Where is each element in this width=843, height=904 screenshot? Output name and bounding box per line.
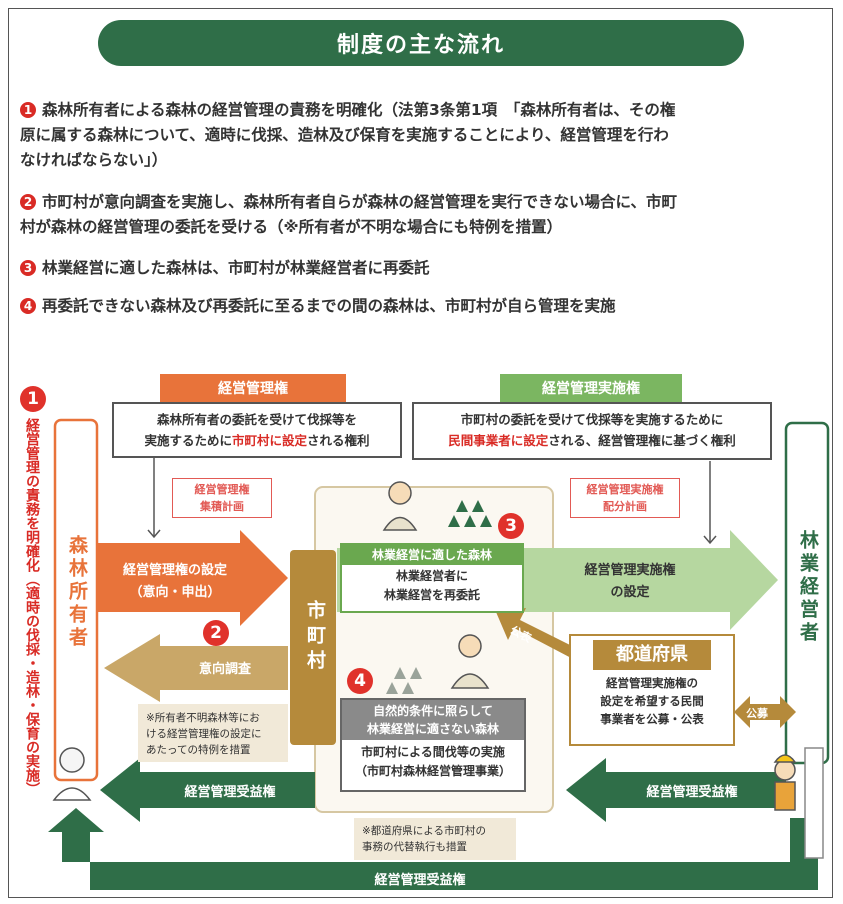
left-vertical-note: 経営管理の責務を明確化（適時の伐採・造林・保育の実施） <box>24 418 40 796</box>
page-frame <box>8 8 833 898</box>
arrow-benefit-left <box>100 758 315 822</box>
arrow-mgmt-right-label: 経営管理権の設定（意向・申出） <box>122 563 227 600</box>
person-icon-bottom <box>450 634 490 689</box>
impl-right-tag: 経営管理実施権 <box>500 374 682 402</box>
mgmt-right-tag: 経営管理権 <box>160 374 346 402</box>
koubo-label: 公募 <box>746 707 768 720</box>
point-number: 3 <box>20 260 36 276</box>
point-text: 市町村が意向調査を実施し、森林所有者自らが森林の経営管理を実行できない場合に、市… <box>42 193 678 211</box>
badge-3: 3 <box>498 513 524 539</box>
suitable-forest-box: 林業経営に適した森林 林業経営者に林業経営を再委託 <box>340 543 524 613</box>
tree-icons-suitable <box>448 500 492 527</box>
arrow-benefit-bottom <box>48 808 818 890</box>
arrow-mgmt-right-setting <box>97 530 288 626</box>
person-icon-top <box>382 481 418 531</box>
unsuitable-forest-head: 自然的条件に照らして林業経営に適さない森林 <box>342 700 524 740</box>
note-owner-unknown: ※所有者不明森林等における経営管理権の設定にあたっての特例を措置 <box>138 704 288 762</box>
benefit-left-label: 経営管理受益権 <box>184 785 276 800</box>
point-3: 3 林業経営に適した森林は、市町村が林業経営者に再委託 <box>20 256 430 281</box>
badge-2: 2 <box>203 620 229 646</box>
tree-icons-unsuitable <box>386 667 422 694</box>
arrow-impl-right-label: 経営管理実施権の設定 <box>584 563 676 600</box>
municipality-column <box>290 550 336 745</box>
badge-1: 1 <box>20 386 46 412</box>
forester-label: 林業経営者 <box>797 530 819 645</box>
plan-allocation-box: 経営管理実施権配分計画 <box>570 478 680 518</box>
note-prefecture-proxy: ※都道府県による市町村の事務の代替執行も措置 <box>354 818 516 860</box>
prefecture-desc: 経営管理実施権の設定を希望する民間事業者を公募・公表 <box>600 676 704 726</box>
prefecture-label: 都道府県 <box>593 640 711 670</box>
point-1: 1 森林所有者による森林の経営管理の責務を明確化（法第3条第1項 「森林所有者は、… <box>20 98 675 173</box>
point-4: 4 再委託できない森林及び再委託に至るまでの間の森林は、市町村が自ら管理を実施 <box>20 294 616 319</box>
point-number: 2 <box>20 194 36 210</box>
arrow-survey-label: 意向調査 <box>198 662 251 677</box>
arrow-koubo <box>734 696 796 728</box>
point-number: 4 <box>20 298 36 314</box>
owner-label: 森林所有者 <box>66 535 88 650</box>
unsuitable-forest-body: 市町村による間伐等の実施（市町村森林経営管理事業） <box>354 745 511 778</box>
point-number: 1 <box>20 102 36 118</box>
owner-person-icon <box>52 747 92 801</box>
plan-accumulation-box: 経営管理権集積計画 <box>172 478 272 518</box>
point-text: 再委託できない森林及び再委託に至るまでの間の森林は、市町村が自ら管理を実施 <box>42 297 616 315</box>
arrow-intention-survey <box>104 634 288 702</box>
point-text: なければならない」） <box>20 151 168 169</box>
mgmt-right-desc: 森林所有者の委託を受けて伐採等を 実施するために市町村に設定される権利 <box>112 402 402 458</box>
municipality-label: 市町村 <box>304 600 326 675</box>
point-text: 村が森林の経営管理の委託を受ける（※所有者が不明な場合にも特例を措置） <box>20 218 563 236</box>
point-text: 林業経営に適した森林は、市町村が林業経営者に再委託 <box>42 259 430 277</box>
unsuitable-forest-box: 自然的条件に照らして林業経営に適さない森林 市町村による間伐等の実施（市町村森林… <box>340 698 526 792</box>
impl-right-desc: 市町村の委託を受けて伐採等を実施するために 民間事業者に設定される、経営管理権に… <box>412 402 772 460</box>
benefit-bottom-label: 経営管理受益権 <box>374 873 466 888</box>
badge-4: 4 <box>347 668 373 694</box>
point-text: 森林所有者による森林の経営管理の責務を明確化（法第3条第1項 「森林所有者は、そ… <box>42 101 676 119</box>
forester-person-icon <box>773 747 824 859</box>
suitable-forest-head: 林業経営に適した森林 <box>342 545 522 565</box>
point-text: 原に属する森林について、適時に伐採、造林及び保育を実施することにより、経営管理を… <box>20 126 669 144</box>
suitable-forest-body: 林業経営者に林業経営を再委託 <box>383 569 480 602</box>
prefecture-box: 都道府県 経営管理実施権の設定を希望する民間事業者を公募・公表 <box>569 634 735 746</box>
arrow-benefit-right <box>566 758 786 822</box>
point-2: 2 市町村が意向調査を実施し、森林所有者自らが森林の経営管理を実行できない場合に、… <box>20 190 677 240</box>
benefit-right-label: 経営管理受益権 <box>646 785 738 800</box>
page-title: 制度の主な流れ <box>98 20 744 66</box>
